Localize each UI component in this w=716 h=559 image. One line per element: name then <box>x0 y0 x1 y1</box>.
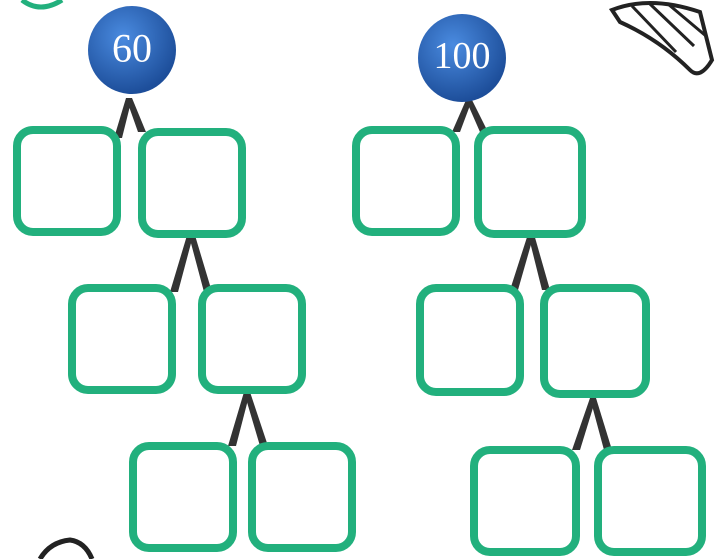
branch-root-left <box>452 100 472 132</box>
root-value: 100 <box>434 35 491 77</box>
root-circle <box>88 6 176 94</box>
branch-level3-right <box>244 392 268 446</box>
answer-box-level2-left[interactable] <box>68 284 176 394</box>
answer-box-left[interactable] <box>352 126 460 236</box>
root-value: 60 <box>112 26 152 71</box>
corner-decoration-top-left <box>20 0 64 10</box>
factor-tree-100: 100 <box>352 14 706 556</box>
branch-level3-left <box>228 392 250 446</box>
branch-level2-left <box>170 232 194 292</box>
branch-level2-left <box>510 234 534 290</box>
answer-box-right[interactable] <box>474 126 586 238</box>
branch-level2-right <box>188 232 212 292</box>
branch-level2-right <box>528 234 550 290</box>
branch-level3-right <box>590 398 612 450</box>
corner-decoration-top-right <box>608 1 715 76</box>
answer-box-left[interactable] <box>13 126 121 236</box>
answer-box-level3-left[interactable] <box>470 446 580 556</box>
answer-box-level3-right[interactable] <box>594 446 706 556</box>
root-circle <box>418 14 506 102</box>
factor-tree-60: 60 <box>13 6 356 552</box>
answer-box-level3-right[interactable] <box>248 442 356 552</box>
branch-root-right <box>466 100 488 132</box>
branch-root-right <box>126 98 146 132</box>
answer-box-level3-left[interactable] <box>129 442 237 552</box>
answer-box-level2-right[interactable] <box>198 284 306 394</box>
branch-level3-left <box>572 398 596 450</box>
tree-branches <box>452 100 612 450</box>
answer-box-right[interactable] <box>138 128 246 238</box>
root-node: 60 <box>88 6 176 94</box>
tree-branches <box>114 98 268 446</box>
corner-decoration-bottom-left <box>37 537 95 559</box>
branch-root-left <box>114 98 132 138</box>
root-node: 100 <box>418 14 506 102</box>
answer-box-level2-left[interactable] <box>416 284 524 396</box>
answer-box-level2-right[interactable] <box>540 284 650 398</box>
